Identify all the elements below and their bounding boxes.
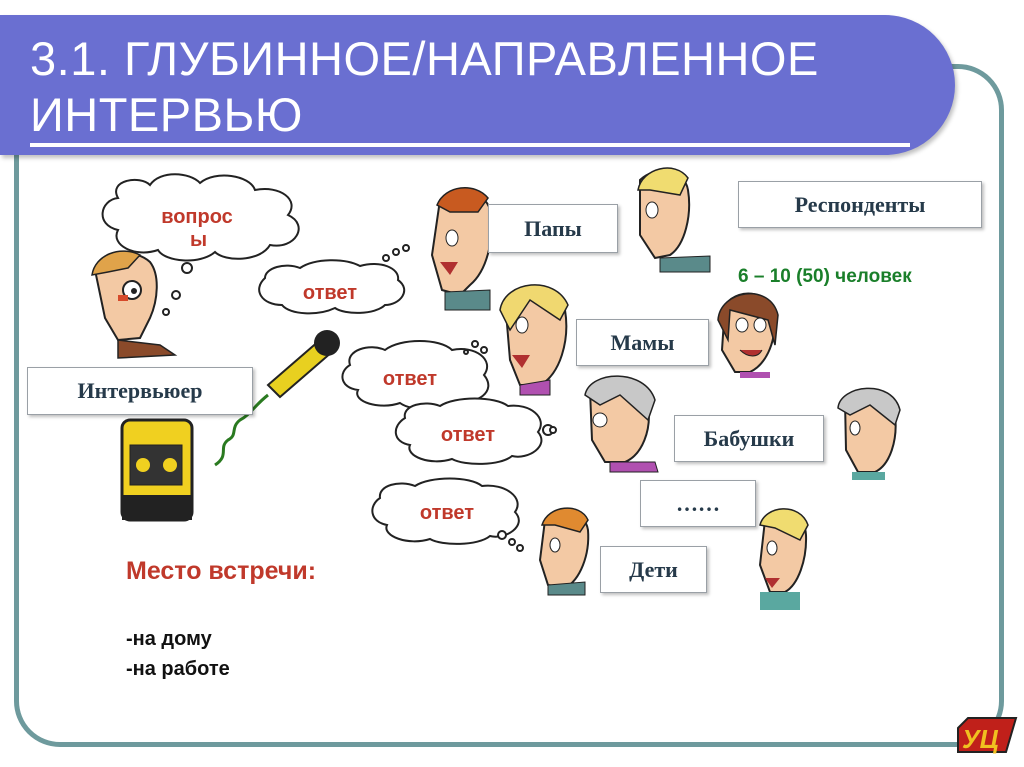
venue-item-home: -на дому [126,628,212,650]
title-line-1: 3.1. ГЛУБИННОЕ/НАПРАВЛЕННОЕ [30,32,819,85]
answer-cloud-4-text: ответ [419,502,475,524]
respondent-blond-kid-figure [758,508,809,610]
kids-label: Дети [600,546,707,593]
title-bar: 3.1. ГЛУБИННОЕ/НАПРАВЛЕННОЕ ИНТЕРВЬЮ [0,15,955,155]
venue-title: Место встречи: [126,557,317,585]
grandma-figure [584,375,659,473]
kid-figure [538,507,590,596]
answer-cloud-3-text: ответ [440,424,496,446]
grandmas-label: Бабушки [674,415,824,462]
answer-cloud-2 [341,340,490,411]
tape-recorder-icon [120,418,194,522]
logo-icon: УЦ [957,717,1018,754]
moms-label: Мамы [576,319,709,366]
dad-figure [430,187,493,311]
answer-cloud-1 [258,244,410,315]
logo-text: УЦ [962,724,999,754]
answer-cloud-1-text: ответ [302,282,358,304]
question-cloud [101,173,300,316]
title-line-2: ИНТЕРВЬЮ [30,88,303,141]
mom-figure [499,284,569,396]
answer-cloud-2-text: ответ [382,368,438,390]
interviewer-label: Интервьюер [27,367,253,415]
respondent-grandma-right-figure [837,387,901,480]
interviewer-figure [91,250,178,359]
venue-item-work: -на работе [126,658,230,680]
respondent-count: 6 – 10 (50) человек [738,266,912,287]
question-cloud-text: вопрос ы [152,206,242,252]
respondent-brunette-figure [717,292,779,378]
question-line-2: ы [190,229,208,251]
ellipsis-label: …… [640,480,756,527]
dads-label: Папы [488,204,618,253]
answer-cloud-3 [394,397,557,465]
question-line-1: вопрос [161,206,233,228]
respondent-blond-man-figure [637,167,711,273]
microphone-icon [214,330,340,467]
answer-cloud-4 [371,477,524,552]
respondents-label: Респонденты [738,181,982,228]
slide-title: 3.1. ГЛУБИННОЕ/НАПРАВЛЕННОЕ ИНТЕРВЬЮ [30,31,819,143]
title-underline [30,143,910,147]
